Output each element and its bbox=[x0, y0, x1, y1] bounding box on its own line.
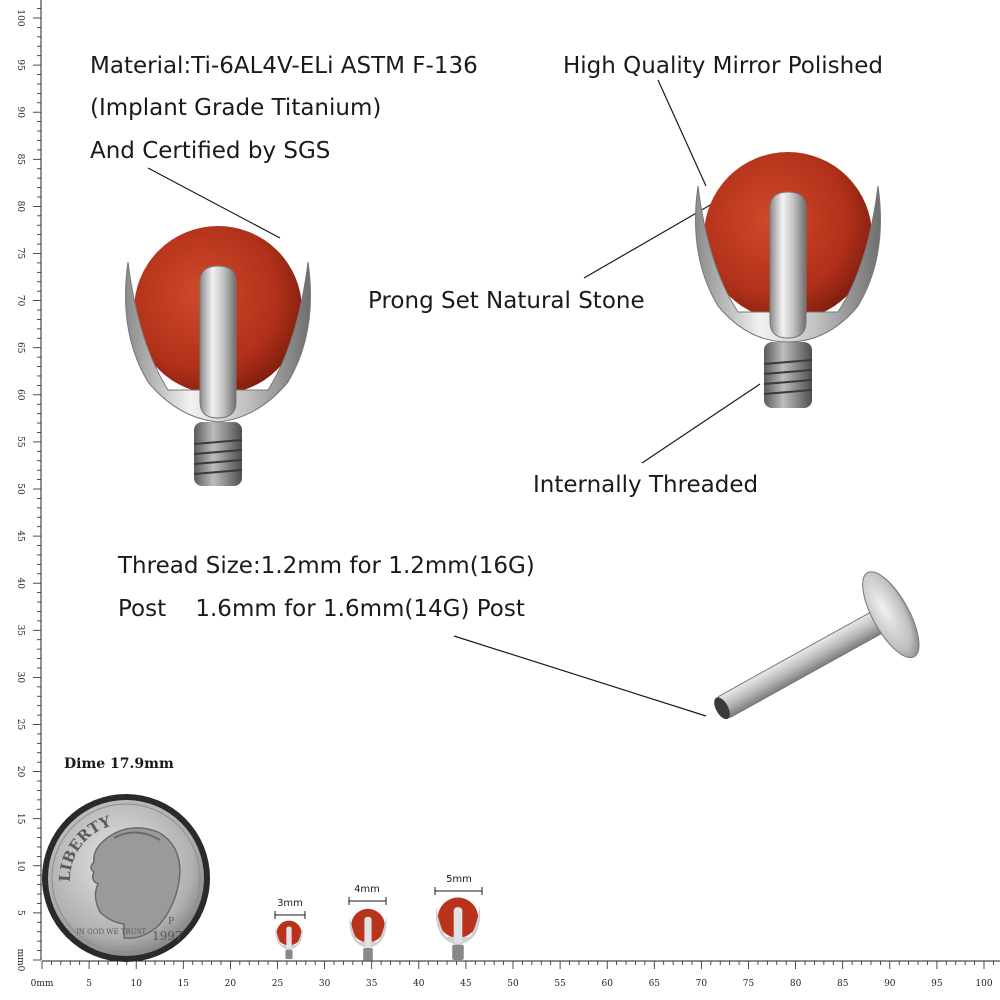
bottom-ruler-label: 60 bbox=[601, 979, 613, 989]
bottom-ruler-label: 85 bbox=[837, 979, 849, 989]
bottom-ruler-label: 75 bbox=[743, 979, 755, 989]
left-ruler-label: 20 bbox=[15, 766, 25, 778]
left-ruler-label: 75 bbox=[15, 248, 25, 260]
bottom-ruler-label: 15 bbox=[178, 979, 190, 989]
size-bracket-5mm bbox=[434, 887, 483, 895]
left-ruler-label: 95 bbox=[15, 59, 25, 71]
size-label-3mm: 3mm bbox=[277, 898, 303, 909]
bottom-ruler-label: 70 bbox=[696, 979, 708, 989]
bottom-ruler-label: 55 bbox=[554, 979, 566, 989]
bottom-ruler-label: 80 bbox=[790, 979, 802, 989]
bottom-ruler-label: 0mm bbox=[31, 979, 54, 989]
left-ruler-label: 90 bbox=[15, 106, 25, 118]
bottom-ruler-label: 90 bbox=[884, 979, 896, 989]
left-ruler-label: 25 bbox=[15, 719, 25, 731]
bottom-ruler-label: 25 bbox=[272, 979, 284, 989]
left-ruler-label: mm0 bbox=[15, 949, 25, 972]
left-ruler-label: 35 bbox=[15, 625, 25, 637]
thread-size-label-line1: Thread Size:1.2mm for 1.2mm(16G) bbox=[118, 553, 535, 579]
bottom-ruler-label: 50 bbox=[507, 979, 519, 989]
size-sample-3mm bbox=[275, 920, 303, 960]
left-ruler-label: 50 bbox=[15, 483, 25, 495]
size-bracket-4mm bbox=[348, 897, 387, 905]
left-ruler-label: 30 bbox=[15, 672, 25, 684]
bottom-ruler-label: 20 bbox=[225, 979, 237, 989]
left-ruler-label: 60 bbox=[15, 389, 25, 401]
size-bracket-3mm bbox=[274, 911, 306, 919]
bottom-ruler-label: 5 bbox=[86, 979, 92, 989]
left-ruler-label: 45 bbox=[15, 530, 25, 542]
bottom-ruler-label: 65 bbox=[649, 979, 661, 989]
left-ruler-label: 65 bbox=[15, 342, 25, 354]
bottom-ruler-label: 30 bbox=[319, 979, 331, 989]
bottom-ruler-label: 40 bbox=[413, 979, 425, 989]
prong-set-stone-left bbox=[125, 226, 311, 486]
left-ruler: mm0 5 10 15 20 25 30 35 40 45 50 55 60 65 70 75 80 85 90 95… bbox=[15, 0, 42, 972]
dime-label: Dime 17.9mm bbox=[64, 756, 174, 772]
left-ruler-label: 100 bbox=[15, 9, 25, 26]
left-ruler-label: 5 bbox=[15, 910, 25, 916]
material-label-line3: And Certified by SGS bbox=[90, 138, 331, 164]
left-ruler-label: 55 bbox=[15, 436, 25, 448]
internally-threaded-label: Internally Threaded bbox=[533, 472, 759, 498]
left-ruler-label: 85 bbox=[15, 154, 25, 166]
bottom-ruler-label: 95 bbox=[931, 979, 943, 989]
bottom-ruler-label: 10 bbox=[130, 979, 142, 989]
size-label-5mm: 5mm bbox=[446, 874, 472, 885]
left-ruler-label: 15 bbox=[15, 813, 25, 825]
bottom-ruler: 0mm 5 10 15 20 25 30 35 40 45 50 55 60 65 70 75 80 85 90 95… bbox=[31, 960, 1000, 989]
dime-word-year: 1997 bbox=[152, 929, 183, 943]
dime-word-mint: P bbox=[168, 917, 174, 927]
thread-size-label-line2: Post 1.6mm for 1.6mm(14G) Post bbox=[118, 596, 525, 622]
bottom-ruler-label: 45 bbox=[460, 979, 472, 989]
left-ruler-label: 10 bbox=[15, 860, 25, 872]
material-label-line1: Material:Ti-6AL4V-ELi ASTM F-136 bbox=[90, 53, 478, 79]
prong-set-stone-right bbox=[695, 152, 881, 408]
size-sample-5mm bbox=[435, 897, 481, 960]
left-ruler-label: 70 bbox=[15, 295, 25, 307]
dime-coin: LIBERTY IN GOD WE TRUST 1997 P bbox=[42, 794, 210, 962]
size-label-4mm: 4mm bbox=[354, 884, 380, 895]
left-ruler-label: 80 bbox=[15, 201, 25, 213]
bottom-ruler-label: 100 bbox=[975, 979, 992, 989]
prong-set-label: Prong Set Natural Stone bbox=[368, 288, 645, 314]
bottom-ruler-label: 35 bbox=[366, 979, 378, 989]
material-label-line2: (Implant Grade Titanium) bbox=[90, 95, 382, 121]
size-sample-4mm bbox=[349, 908, 387, 961]
mirror-polished-label: High Quality Mirror Polished bbox=[563, 53, 883, 79]
labret-post bbox=[714, 571, 920, 720]
left-ruler-label: 40 bbox=[15, 577, 25, 589]
dime-word-motto: IN GOD WE TRUST bbox=[76, 928, 146, 936]
